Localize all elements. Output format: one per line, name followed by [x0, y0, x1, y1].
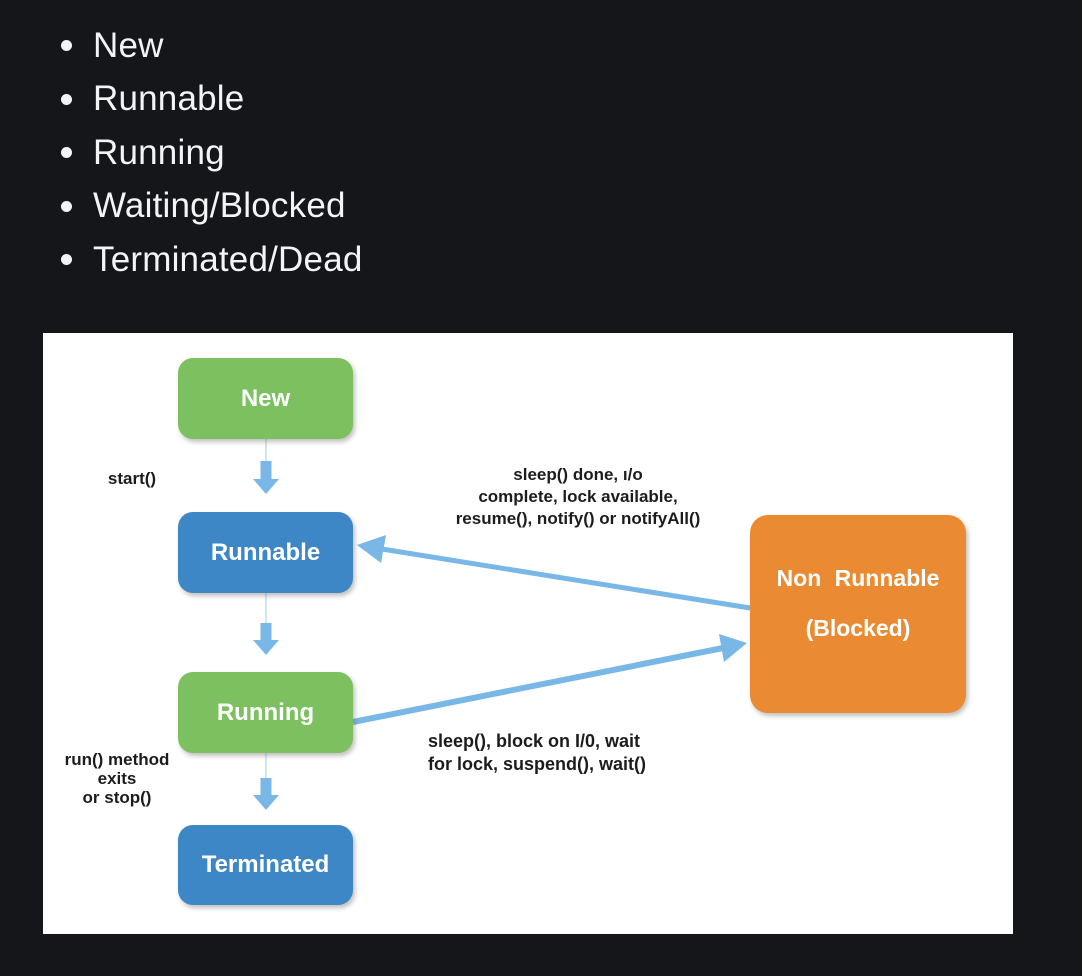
bullet-label: Runnable [93, 79, 245, 119]
arrow-blocked-to-runnable [357, 535, 751, 611]
bullet-dot-icon [61, 147, 72, 159]
arrow-runnable-to-running [253, 593, 279, 655]
list-item: Waiting/Blocked [61, 180, 363, 234]
label-line: complete, lock available, [478, 487, 678, 506]
label-to-blocked: sleep(), block on I/0, wait for lock, su… [428, 730, 738, 776]
node-label: Running [216, 698, 315, 726]
list-item: Runnable [61, 73, 363, 127]
bullet-dot-icon [61, 200, 72, 212]
arrows-layer [253, 439, 751, 810]
label-line: sleep(), block on I/0, wait [428, 731, 641, 751]
bullet-label: Terminated/Dead [93, 239, 363, 279]
bullet-label: New [93, 25, 164, 65]
bullet-dot-icon [61, 254, 72, 266]
node-label: Runnable [210, 538, 321, 566]
arrow-new-to-runnable [253, 439, 279, 494]
label-run-exit: run() method exits or stop() [58, 750, 176, 807]
bullet-dot-icon [61, 40, 72, 52]
node-label: Non Runnable [776, 564, 940, 591]
label-line: start() [107, 469, 157, 488]
bullet-label: Waiting/Blocked [93, 186, 346, 226]
list-item: New [61, 19, 363, 73]
node-sublabel: (Blocked) [805, 614, 911, 641]
node-non-runnable: Non Runnable (Blocked) [750, 515, 966, 713]
node-terminated: Terminated [178, 825, 353, 905]
bullet-label: Running [93, 132, 225, 172]
label-line: exits [97, 769, 137, 788]
label-line: resume(), notify() or notifyAll() [455, 509, 701, 528]
bullet-list: New Runnable Running Waiting/Blocked Ter… [61, 19, 363, 287]
node-running: Running [178, 672, 353, 753]
thread-lifecycle-diagram: New Runnable Running Terminated Non Runn… [43, 333, 1013, 934]
node-label: Terminated [201, 851, 330, 878]
node-runnable: Runnable [178, 512, 353, 593]
label-to-runnable: sleep() done, ı/o complete, lock availab… [428, 464, 728, 530]
list-item: Terminated/Dead [61, 233, 363, 287]
label-start: start() [101, 468, 163, 489]
arrow-running-to-blocked [352, 634, 747, 725]
node-new: New [178, 358, 353, 439]
node-label: New [240, 384, 291, 412]
arrow-running-to-terminated [253, 753, 279, 810]
label-line: or stop() [82, 788, 152, 807]
label-line: for lock, suspend(), wait() [428, 754, 647, 774]
bullet-dot-icon [61, 93, 72, 105]
list-item: Running [61, 126, 363, 180]
label-line: run() method [64, 750, 170, 769]
label-line: sleep() done, ı/o [513, 465, 643, 484]
